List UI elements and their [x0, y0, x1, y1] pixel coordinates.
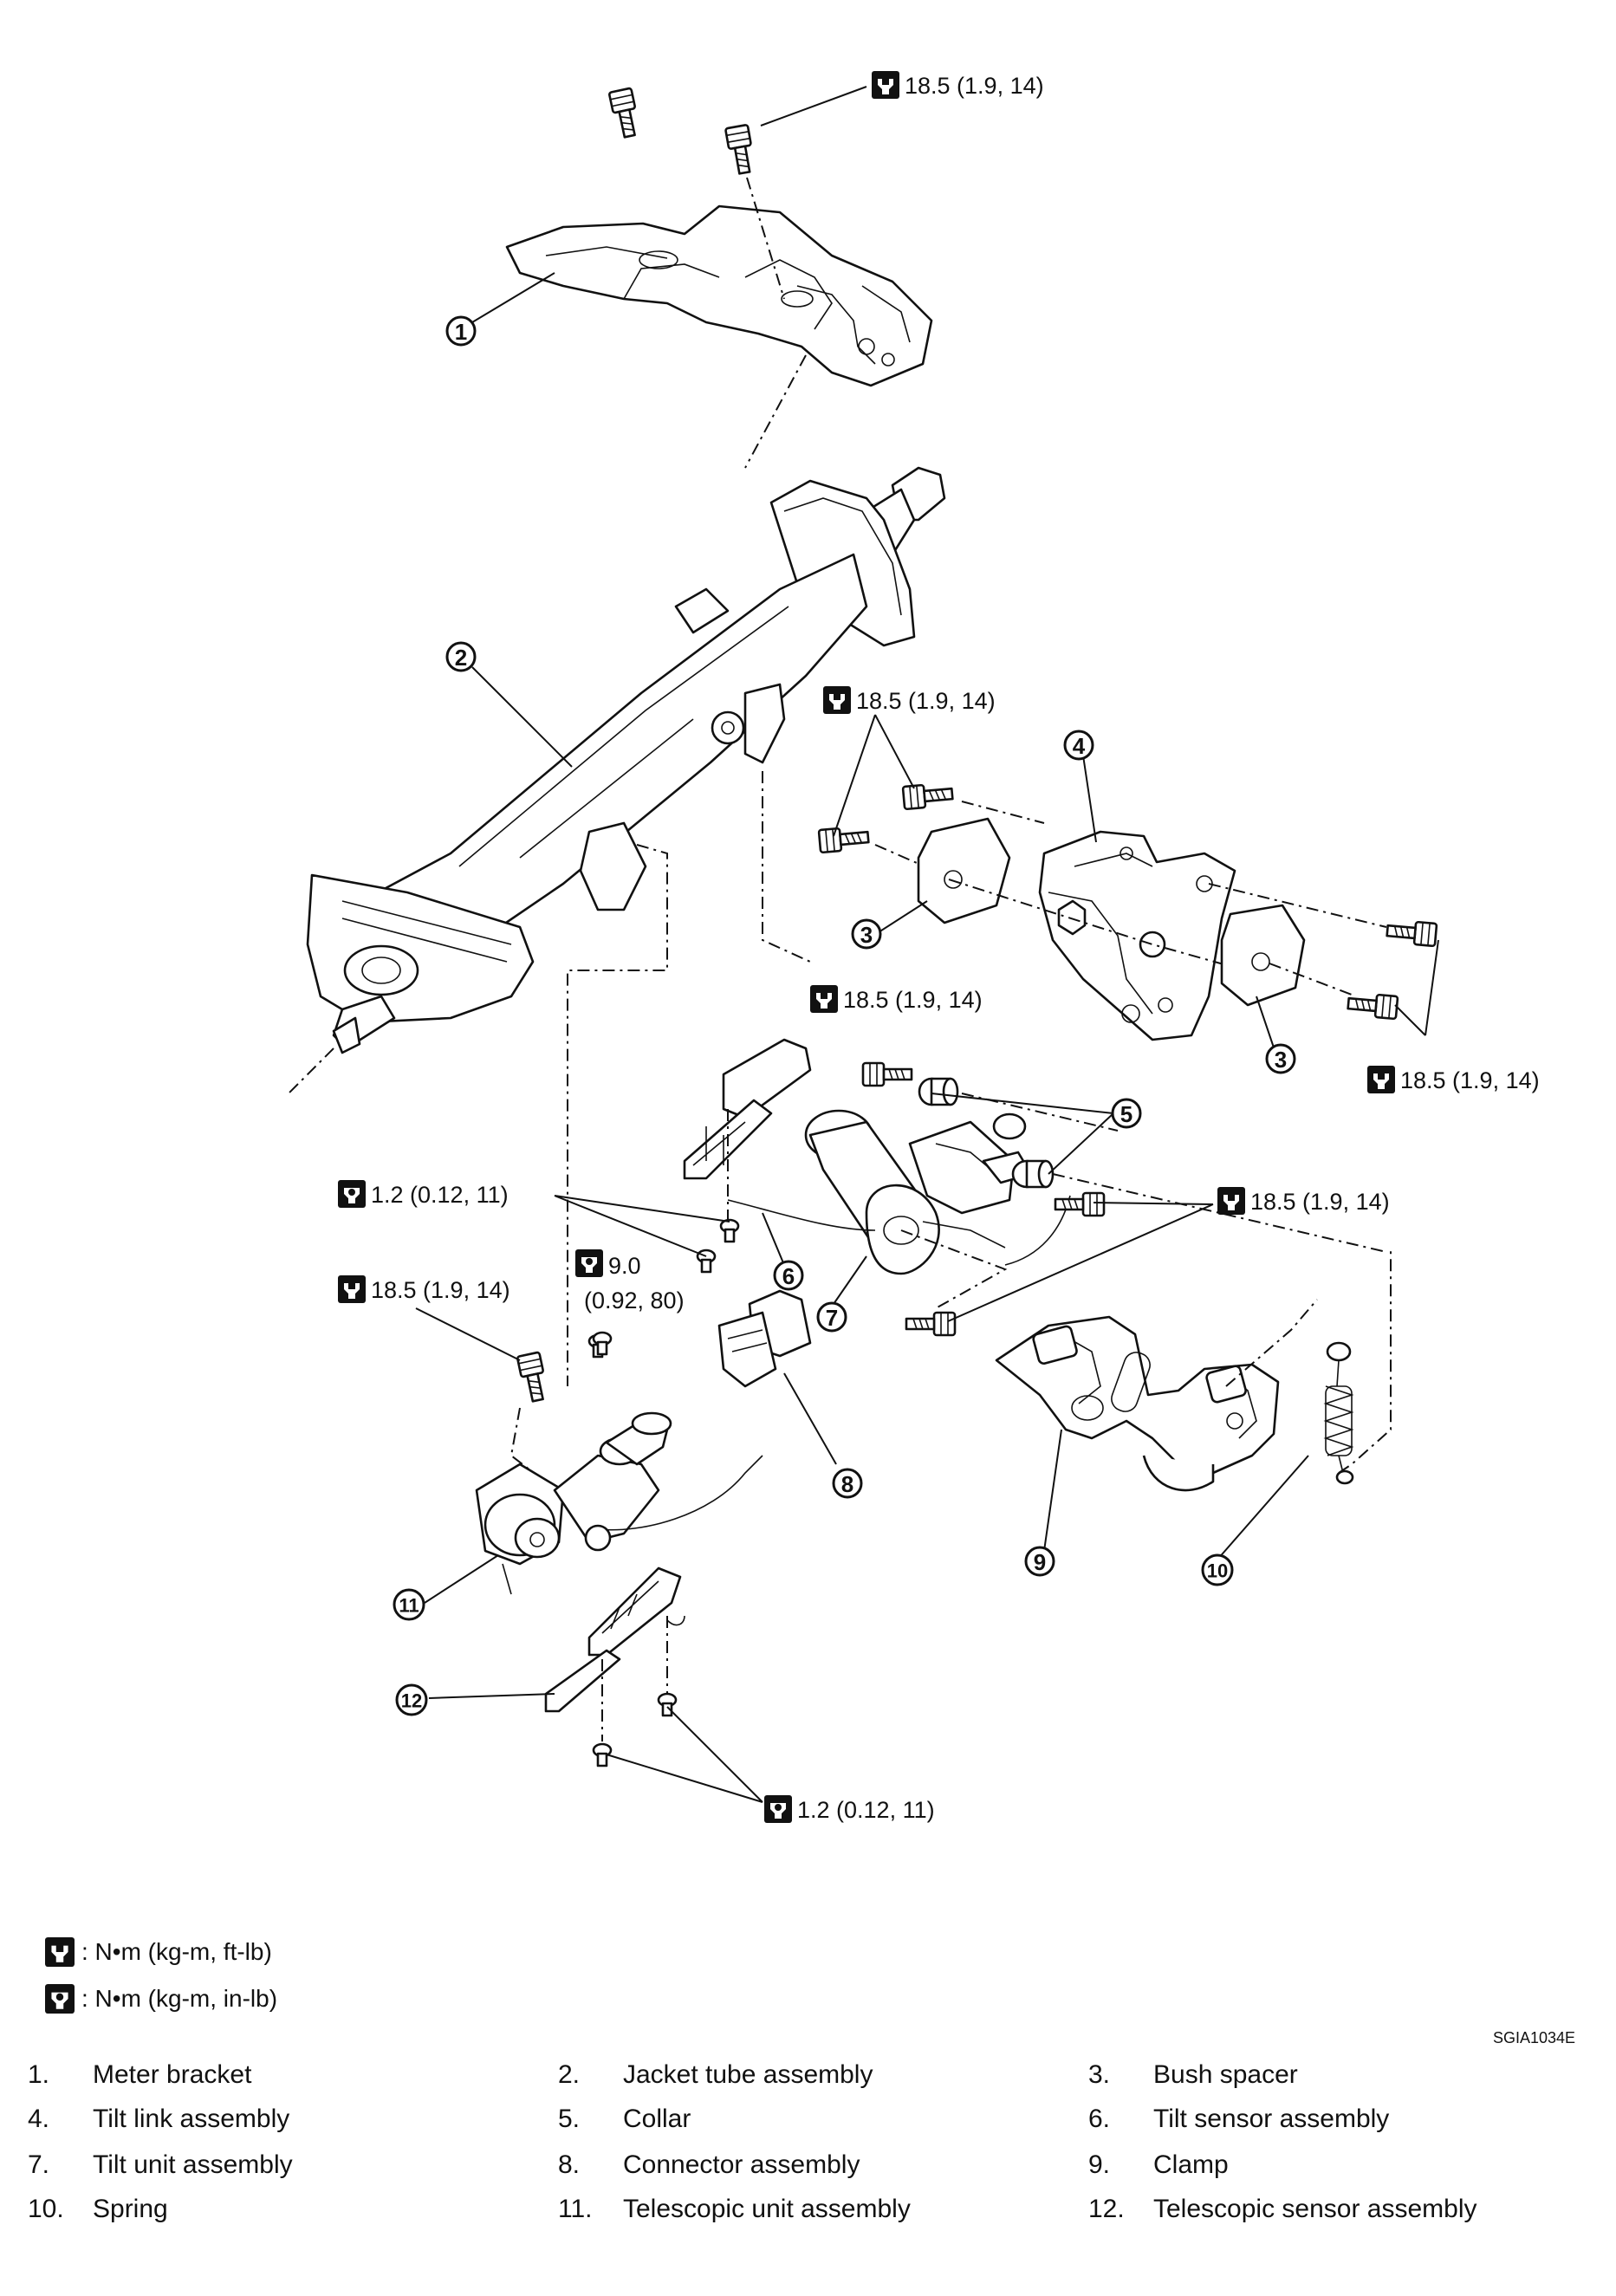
bolt-tilt-link-upper — [901, 781, 955, 811]
legend-inlb-label: : N•m (kg-m, in-lb) — [81, 1985, 278, 2012]
callout-2: 2 — [445, 641, 477, 672]
torque-wrench-inlb-icon — [45, 1984, 75, 2014]
telescopic-unit-assembly — [475, 1411, 763, 1595]
telescopic-sensor-assembly — [544, 1566, 685, 1713]
callout-3-left: 3 — [851, 918, 882, 950]
svg-text:1: 1 — [455, 319, 467, 345]
legend-inlb: : N•m (kg-m, in-lb) — [45, 1984, 277, 2014]
bolt-tilt-link-left — [817, 824, 871, 854]
torque-spec-tilt-link-upper: 18.5 (1.9, 14) — [823, 686, 996, 714]
svg-text:2: 2 — [455, 645, 467, 671]
svg-text:18.5 (1.9, 14): 18.5 (1.9, 14) — [843, 987, 983, 1013]
svg-text:(0.92, 80): (0.92, 80) — [584, 1287, 685, 1313]
jacket-tube-assembly — [306, 466, 946, 1054]
bolt-loose — [607, 87, 642, 140]
callout-9: 9 — [1024, 1546, 1055, 1577]
screw-tilt-sensor-1 — [719, 1218, 740, 1243]
bolt-meter-bracket — [724, 123, 757, 176]
torque-spec-connector-screw: 9.0 (0.92, 80) — [575, 1249, 685, 1313]
tilt-link-assembly — [1038, 830, 1236, 1041]
collar-upper — [918, 1077, 959, 1106]
callout-4: 4 — [1063, 730, 1094, 761]
bush-spacer-right — [1220, 904, 1306, 1007]
bush-spacer-left — [917, 817, 1011, 924]
svg-text:10: 10 — [1207, 1560, 1228, 1582]
bolt-tilt-unit-upper — [861, 1061, 913, 1087]
svg-text:6: 6 — [782, 1263, 795, 1289]
svg-text:4: 4 — [1073, 733, 1086, 759]
svg-text:1.2 (0.12, 11): 1.2 (0.12, 11) — [371, 1182, 509, 1208]
svg-text:11: 11 — [399, 1595, 419, 1617]
torque-spec-tilt-unit-upper: 18.5 (1.9, 14) — [810, 985, 983, 1013]
svg-text:3: 3 — [1275, 1047, 1287, 1073]
callout-6: 6 — [773, 1260, 804, 1291]
callout-3-right: 3 — [1265, 1043, 1296, 1074]
svg-text:12: 12 — [401, 1690, 422, 1712]
connector-assembly — [717, 1289, 812, 1388]
bolt-telescopic-unit — [516, 1351, 550, 1404]
callout-7: 7 — [816, 1301, 847, 1333]
callout-1: 1 — [445, 315, 477, 347]
bolt-tilt-link-right-lower — [1346, 990, 1399, 1021]
bolt-tilt-unit-lower — [905, 1311, 957, 1337]
svg-text:9.0: 9.0 — [608, 1253, 641, 1279]
svg-text:18.5 (1.9, 14): 18.5 (1.9, 14) — [1250, 1189, 1390, 1215]
torque-spec-telescopic-sensor: 1.2 (0.12, 11) — [764, 1795, 935, 1823]
svg-text:7: 7 — [826, 1305, 838, 1331]
svg-text:18.5 (1.9, 14): 18.5 (1.9, 14) — [371, 1277, 510, 1303]
torque-spec-tilt-sensor-screws: 1.2 (0.12, 11) — [338, 1180, 509, 1208]
svg-text:8: 8 — [841, 1471, 853, 1497]
callout-11: 11 — [393, 1588, 425, 1621]
svg-text:1.2 (0.12, 11): 1.2 (0.12, 11) — [797, 1797, 935, 1823]
svg-text:3: 3 — [860, 922, 873, 948]
torque-spec-telescopic-unit: 18.5 (1.9, 14) — [338, 1275, 510, 1303]
callout-12: 12 — [395, 1683, 428, 1716]
legend-ftlb: : N•m (kg-m, ft-lb) — [45, 1937, 272, 1967]
callout-8: 8 — [832, 1468, 863, 1499]
bolt-tilt-unit-side — [1054, 1191, 1106, 1217]
collar-lower — [1011, 1159, 1055, 1189]
svg-text:5: 5 — [1120, 1101, 1132, 1127]
svg-text:9: 9 — [1034, 1549, 1046, 1575]
clamp — [995, 1315, 1280, 1492]
legend-ftlb-label: : N•m (kg-m, ft-lb) — [81, 1938, 272, 1965]
svg-text:18.5 (1.9, 14): 18.5 (1.9, 14) — [856, 688, 996, 714]
svg-text:18.5 (1.9, 14): 18.5 (1.9, 14) — [905, 73, 1044, 99]
figure-code: SGIA1034E — [1492, 2029, 1575, 2046]
tilt-unit-assembly — [804, 1109, 1071, 1275]
torque-wrench-icon — [45, 1937, 75, 1967]
torque-spec-tilt-unit-side: 18.5 (1.9, 14) — [1217, 1187, 1390, 1215]
spring — [1323, 1341, 1354, 1485]
bolt-tilt-link-right-upper — [1385, 918, 1438, 948]
meter-bracket — [505, 204, 933, 387]
callout-5: 5 — [1111, 1098, 1142, 1129]
torque-spec-meter-bracket: 18.5 (1.9, 14) — [872, 71, 1044, 99]
svg-text:18.5 (1.9, 14): 18.5 (1.9, 14) — [1400, 1067, 1540, 1093]
torque-spec-tilt-link-right: 18.5 (1.9, 14) — [1367, 1066, 1540, 1093]
callout-10: 10 — [1201, 1553, 1234, 1586]
